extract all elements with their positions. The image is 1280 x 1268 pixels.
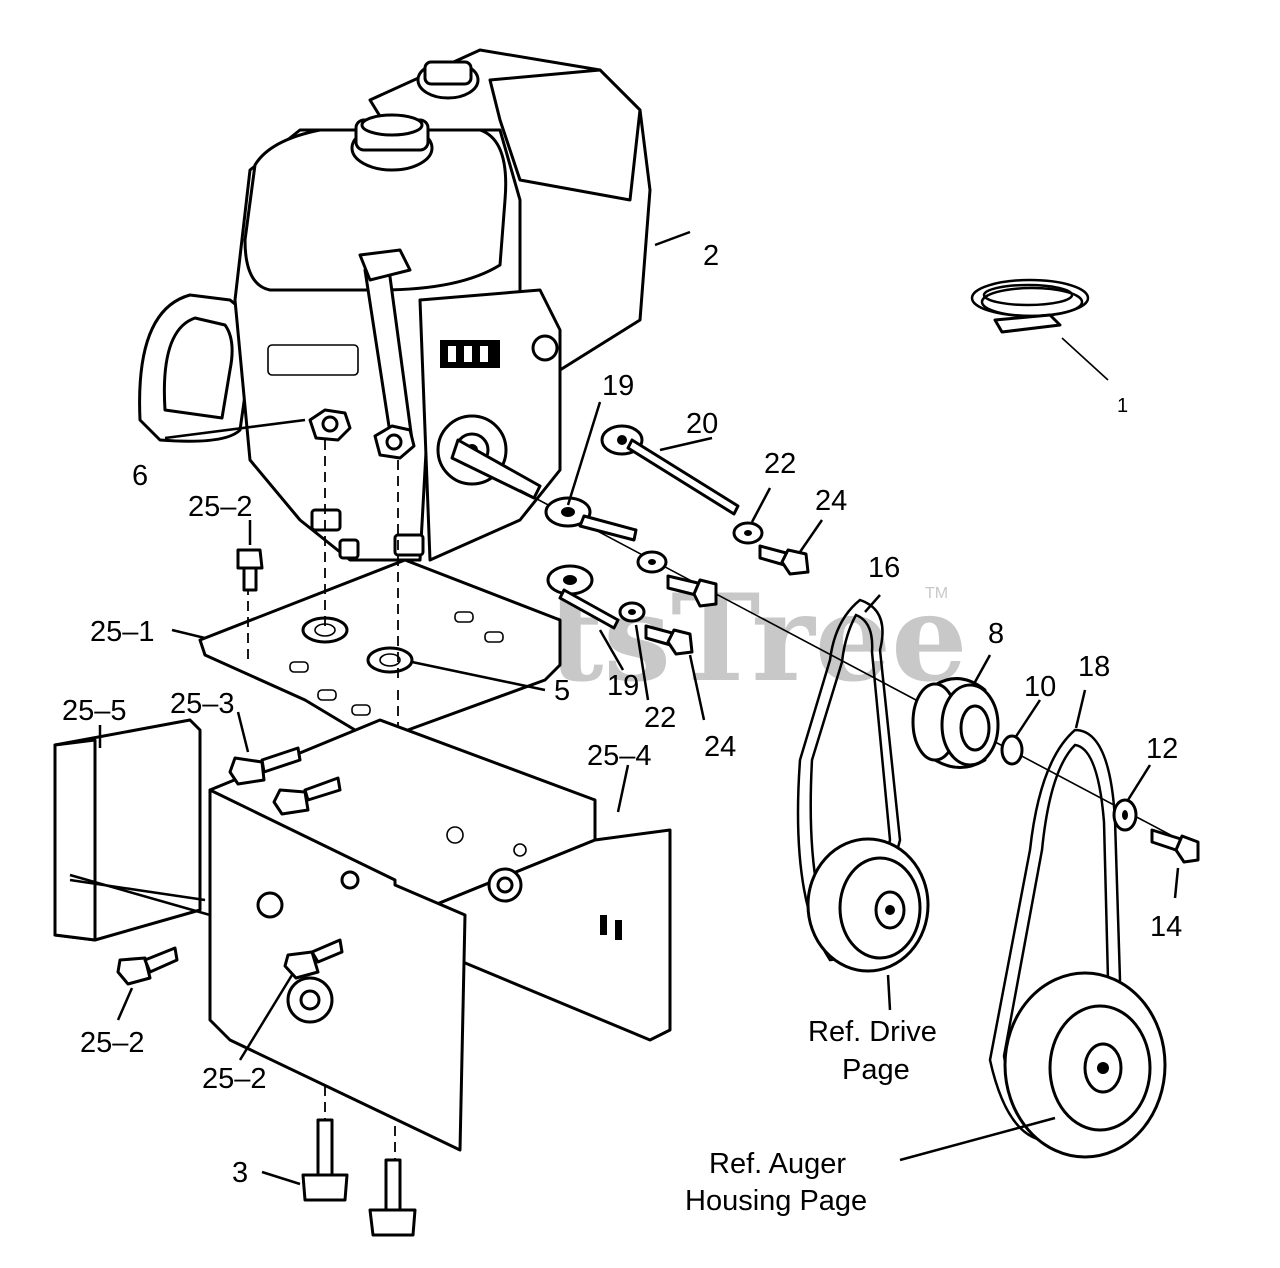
callout-10: 10 (1024, 671, 1056, 703)
watermark-trademark: TM (925, 585, 948, 602)
pulley-8-and-bearing (911, 677, 1024, 769)
ref-auger-line1: Ref. Auger (709, 1148, 846, 1180)
callout-25-2-top: 25–2 (188, 491, 253, 523)
callout-12: 12 (1146, 733, 1178, 765)
callout-25-3: 25–3 (170, 688, 235, 720)
callout-19-bottom: 19 (607, 670, 639, 702)
callout-16: 16 (868, 552, 900, 584)
callout-22-bottom: 22 (644, 702, 676, 734)
auger-belt-pulley (988, 728, 1200, 1159)
callout-24-top: 24 (815, 485, 847, 517)
drive-belt-pulley (796, 598, 930, 973)
callout-5: 5 (554, 675, 570, 707)
callout-labels: 2 1 6 19 20 22 24 25–2 25–1 5 19 22 24 1… (62, 240, 1182, 1189)
ref-auger-line2: Housing Page (685, 1185, 867, 1217)
callout-25-2-left: 25–2 (80, 1027, 145, 1059)
callout-20: 20 (686, 408, 718, 440)
callout-8: 8 (988, 618, 1004, 650)
callout-25-1: 25–1 (90, 616, 155, 648)
ref-drive-line2: Page (842, 1054, 910, 1086)
callout-25-5: 25–5 (62, 695, 127, 727)
callout-19-top: 19 (602, 370, 634, 402)
callout-14: 14 (1150, 911, 1182, 943)
bolts-25-3 (228, 746, 342, 816)
wire-harness (970, 278, 1109, 381)
reference-labels: Ref. Drive Page Ref. Auger Housing Page (685, 1016, 937, 1217)
callout-6: 6 (132, 460, 148, 492)
bolts-25-2-lower (116, 938, 344, 986)
leader-lines (98, 230, 1180, 1186)
ref-drive-line1: Ref. Drive (808, 1016, 937, 1048)
engine-assembly (138, 48, 652, 562)
hardware-shafts (519, 424, 1181, 841)
callout-18: 18 (1078, 651, 1110, 683)
engine-mount-plate (198, 558, 562, 744)
bolts-3 (301, 1118, 417, 1237)
callout-22-top: 22 (764, 448, 796, 480)
callout-3: 3 (232, 1157, 248, 1189)
callout-25-4: 25–4 (587, 740, 652, 772)
frame-25-4 (208, 718, 672, 1152)
callout-1: 1 (1117, 395, 1128, 417)
callout-2: 2 (703, 240, 719, 272)
bolt-25-2-top (236, 548, 264, 592)
callout-24-bottom: 24 (704, 731, 736, 763)
callout-25-2-middle: 25–2 (202, 1063, 267, 1095)
shield-25-5 (53, 718, 211, 942)
